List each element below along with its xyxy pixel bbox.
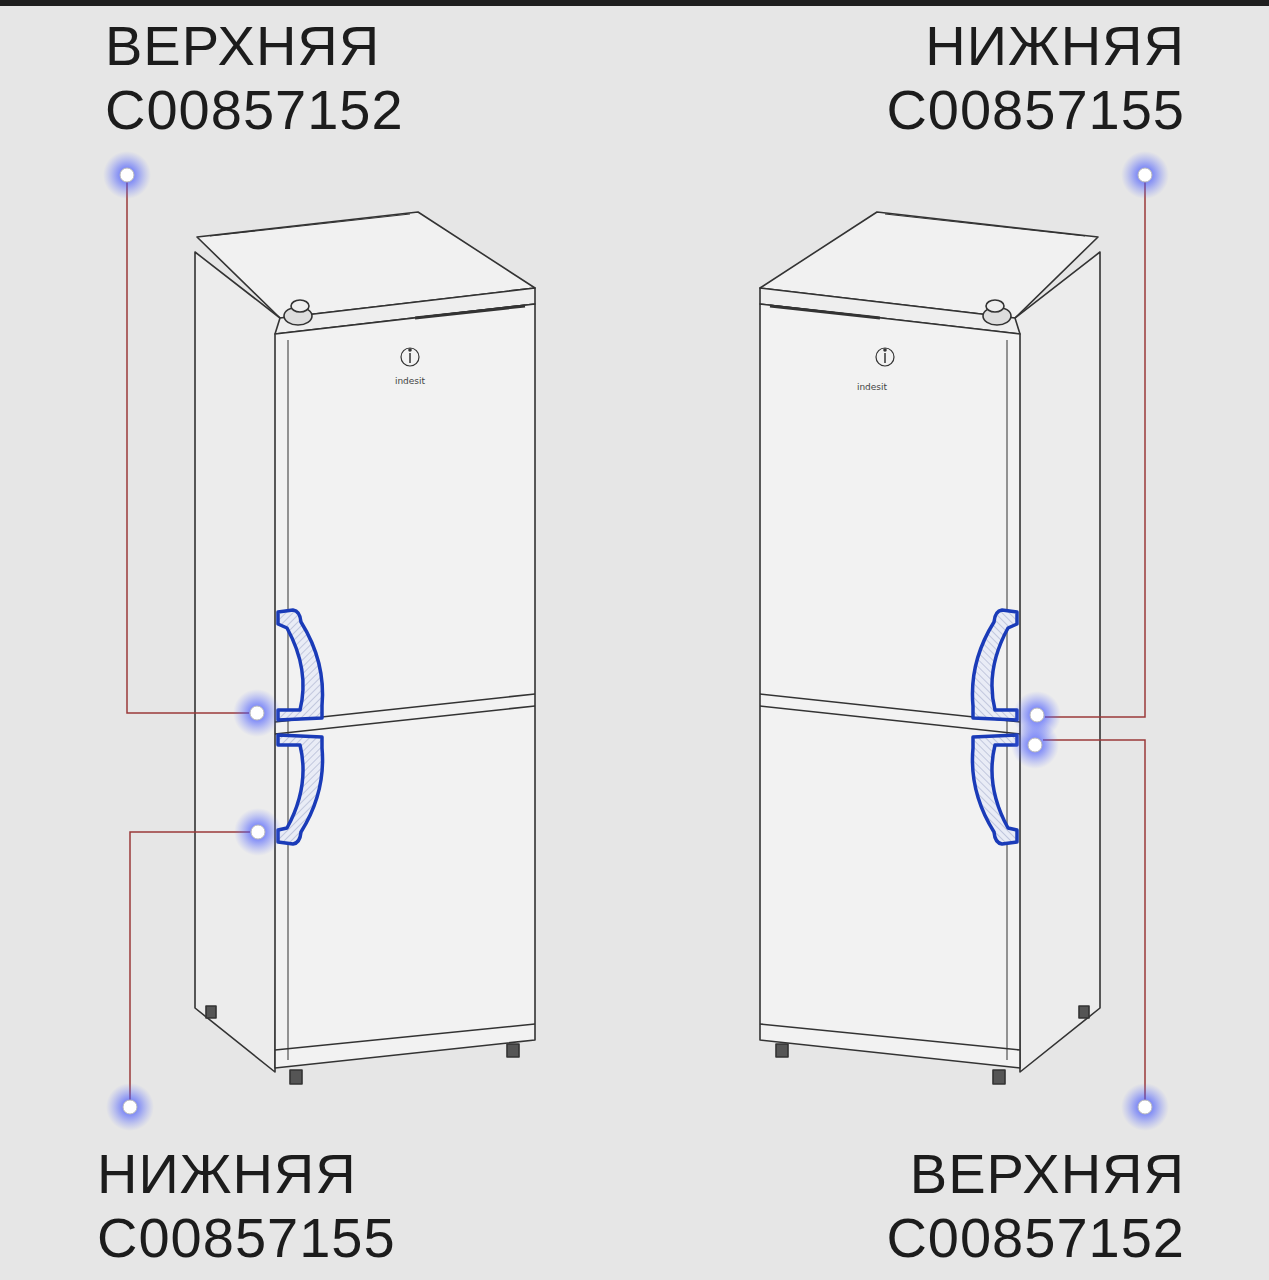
part-position: НИЖНЯЯ <box>97 1144 357 1204</box>
part-number: C00857155 <box>97 1208 396 1268</box>
part-number: C00857152 <box>886 1208 1185 1268</box>
brand-logo: indesit <box>857 382 887 392</box>
part-number: C00857155 <box>886 80 1185 140</box>
part-position: ВЕРХНЯЯ <box>910 1144 1185 1204</box>
part-position: ВЕРХНЯЯ <box>105 16 380 76</box>
part-position: НИЖНЯЯ <box>925 16 1185 76</box>
brand-logo: indesit <box>395 376 425 386</box>
part-number: C00857152 <box>105 80 404 140</box>
